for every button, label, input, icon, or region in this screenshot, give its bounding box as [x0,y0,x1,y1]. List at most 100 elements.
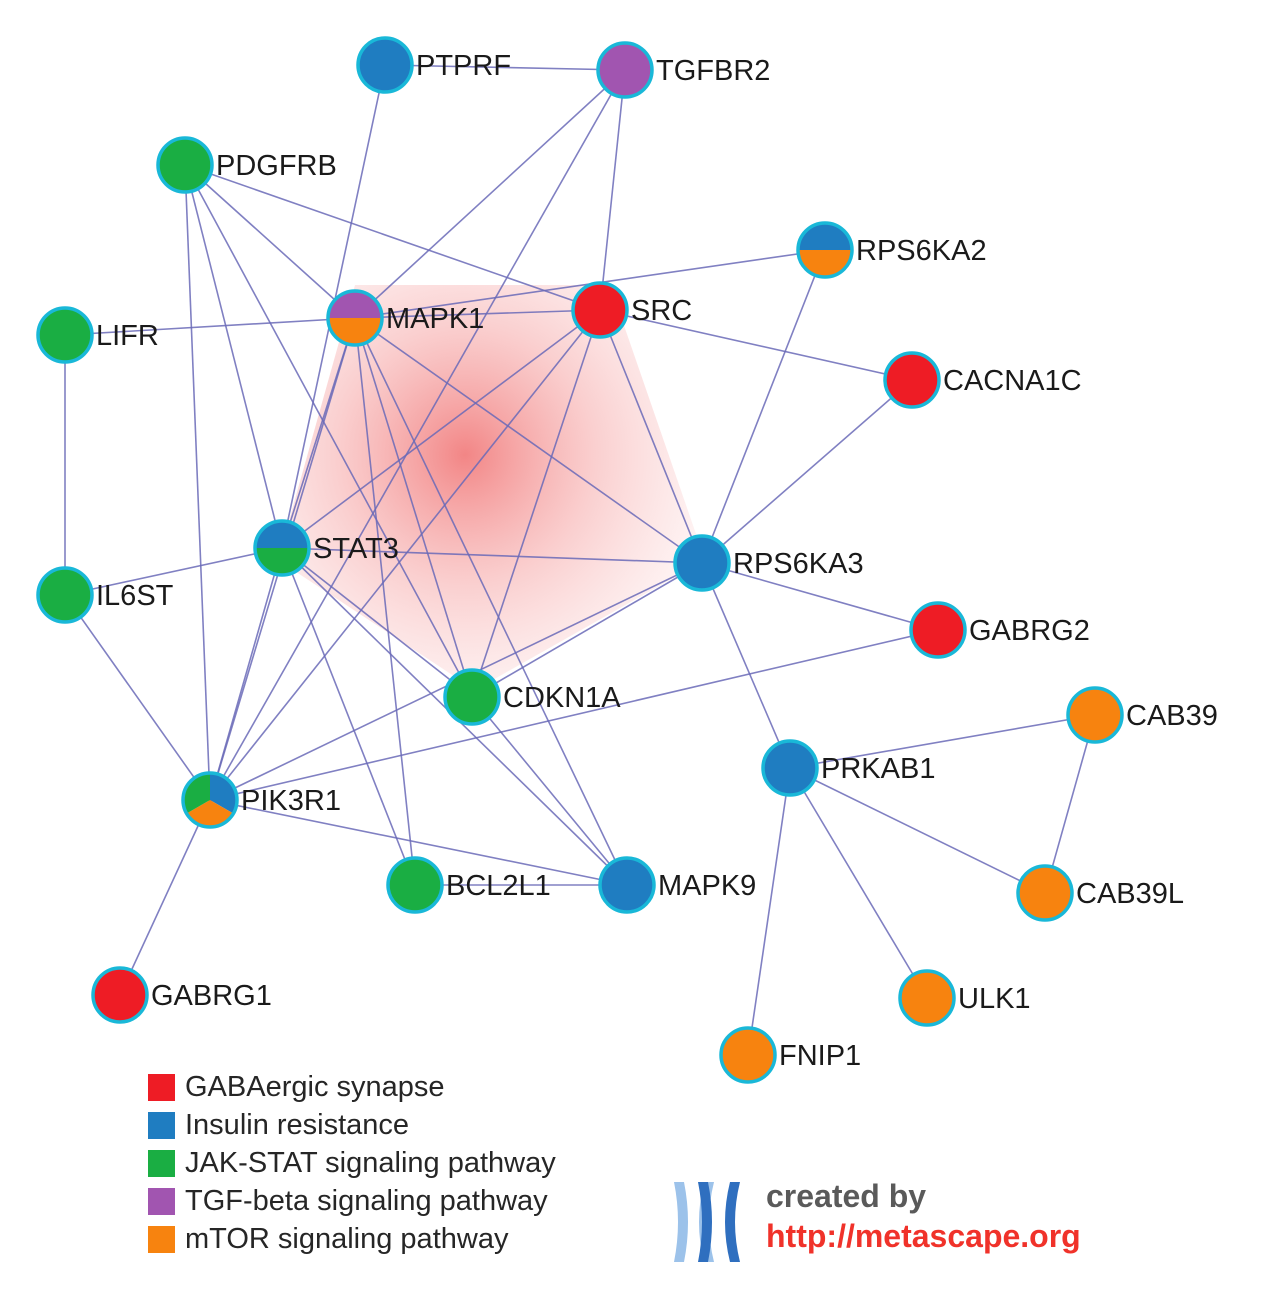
node-ring [571,281,629,339]
node-label: MAPK1 [386,303,484,335]
edge-src-pik3r1 [209,309,601,801]
node-cacna1c[interactable]: CACNA1C [883,351,1082,409]
node-fill [573,283,627,337]
node-ring [356,36,414,94]
node-ptprf[interactable]: PTPRF [356,36,511,94]
edge-mapk1-cdkn1a [354,317,473,698]
legend-swatch [148,1111,175,1139]
node-rps6ka2[interactable]: RPS6KA2 [796,221,987,279]
node-fill [763,741,817,795]
edge-src-stat3 [281,309,601,549]
node-ring [36,306,94,364]
node-fnip1[interactable]: FNIP1 [719,1026,861,1084]
edge-pdgfrb-pik3r1 [184,164,211,801]
edge-tgfbr2-src [599,69,626,311]
legend-swatch [148,1149,175,1177]
metascape-logo-icon [674,1182,740,1262]
node-fill [721,1028,775,1082]
legend-swatch [148,1073,175,1101]
legend-item: mTOR signaling pathway [148,1220,556,1258]
edge-pdgfrb-cdkn1a [184,164,473,698]
edge-pik3r1-gabrg2 [209,629,939,801]
node-ring [909,601,967,659]
node-label: IL6ST [96,580,174,612]
edge-pik3r1-gabrg1 [119,799,211,996]
node-ring [596,41,654,99]
node-lifr[interactable]: LIFR [36,306,159,364]
edge-pdgfrb-stat3 [184,164,283,549]
edge-stat3-pik3r1 [209,547,283,801]
edge-lifr-mapk1 [64,317,356,336]
node-ring [91,966,149,1024]
node-label: STAT3 [313,533,399,565]
node-fill [675,536,729,590]
edge-mapk1-bcl2l1 [354,317,416,886]
node-ring [761,739,819,797]
node-mapk9[interactable]: MAPK9 [598,856,756,914]
node-prkab1[interactable]: PRKAB1 [761,739,935,797]
edge-src-rps6ka3 [599,309,703,564]
node-cdkn1a[interactable]: CDKN1A [443,668,621,726]
node-ulk1[interactable]: ULK1 [898,969,1031,1027]
node-fill [38,568,92,622]
node-pdgfrb[interactable]: PDGFRB [156,136,337,194]
edge-rps6ka3-cdkn1a [471,562,703,698]
node-src[interactable]: SRC [571,281,692,339]
legend-label: mTOR signaling pathway [185,1222,509,1255]
node-ring [181,771,239,829]
node-cab39l[interactable]: CAB39L [1016,864,1184,922]
node-fill-top [798,223,852,250]
node-label: PIK3R1 [241,785,341,817]
node-label: PDGFRB [216,150,337,182]
legend-label: Insulin resistance [185,1108,410,1141]
node-label: RPS6KA2 [856,235,987,267]
node-ring [326,289,384,347]
node-bcl2l1[interactable]: BCL2L1 [386,856,551,914]
node-ring [443,668,501,726]
edge-pik3r1-mapk9 [209,799,628,886]
node-label: GABRG2 [969,615,1090,647]
node-ring [253,519,311,577]
legend-item: JAK-STAT signaling pathway [148,1144,556,1182]
node-ring [598,856,656,914]
edge-cab39-cab39l [1044,714,1096,894]
node-pik3r1[interactable]: PIK3R1 [181,771,341,829]
node-rps6ka3[interactable]: RPS6KA3 [673,534,864,592]
node-cab39[interactable]: CAB39 [1066,686,1218,744]
node-il6st[interactable]: IL6ST [36,566,174,624]
node-stat3[interactable]: STAT3 [253,519,399,577]
node-ring [673,534,731,592]
edge-mapk1-src [354,309,601,319]
node-label: RPS6KA3 [733,548,864,580]
node-fill [1018,866,1072,920]
edge-prkab1-cab39l [789,767,1046,894]
node-label: CACNA1C [943,365,1082,397]
node-label: FNIP1 [779,1040,861,1072]
node-mapk1[interactable]: MAPK1 [326,289,484,347]
node-fill [600,858,654,912]
legend-swatch [148,1187,175,1215]
edge-tgfbr2-mapk1 [354,69,626,319]
edge-stat3-il6st [64,547,283,596]
node-fill-bottom [798,250,852,277]
node-gabrg2[interactable]: GABRG2 [909,601,1090,659]
node-fill [911,603,965,657]
node-tgfbr2[interactable]: TGFBR2 [596,41,770,99]
node-ring [883,351,941,409]
node-gabrg1[interactable]: GABRG1 [91,966,272,1024]
credit-text: created by [766,1178,927,1214]
node-label: TGFBR2 [656,55,770,87]
node-ring [156,136,214,194]
node-fill-top [255,521,309,548]
credit-link[interactable]: http://metascape.org [766,1218,1081,1254]
node-fill [885,353,939,407]
node-fill [93,968,147,1022]
node-label: CAB39 [1126,700,1218,732]
node-label: LIFR [96,320,159,352]
node-ring [386,856,444,914]
node-fill-bottom [328,318,382,345]
node-label: CDKN1A [503,682,621,714]
node-fill [388,858,442,912]
